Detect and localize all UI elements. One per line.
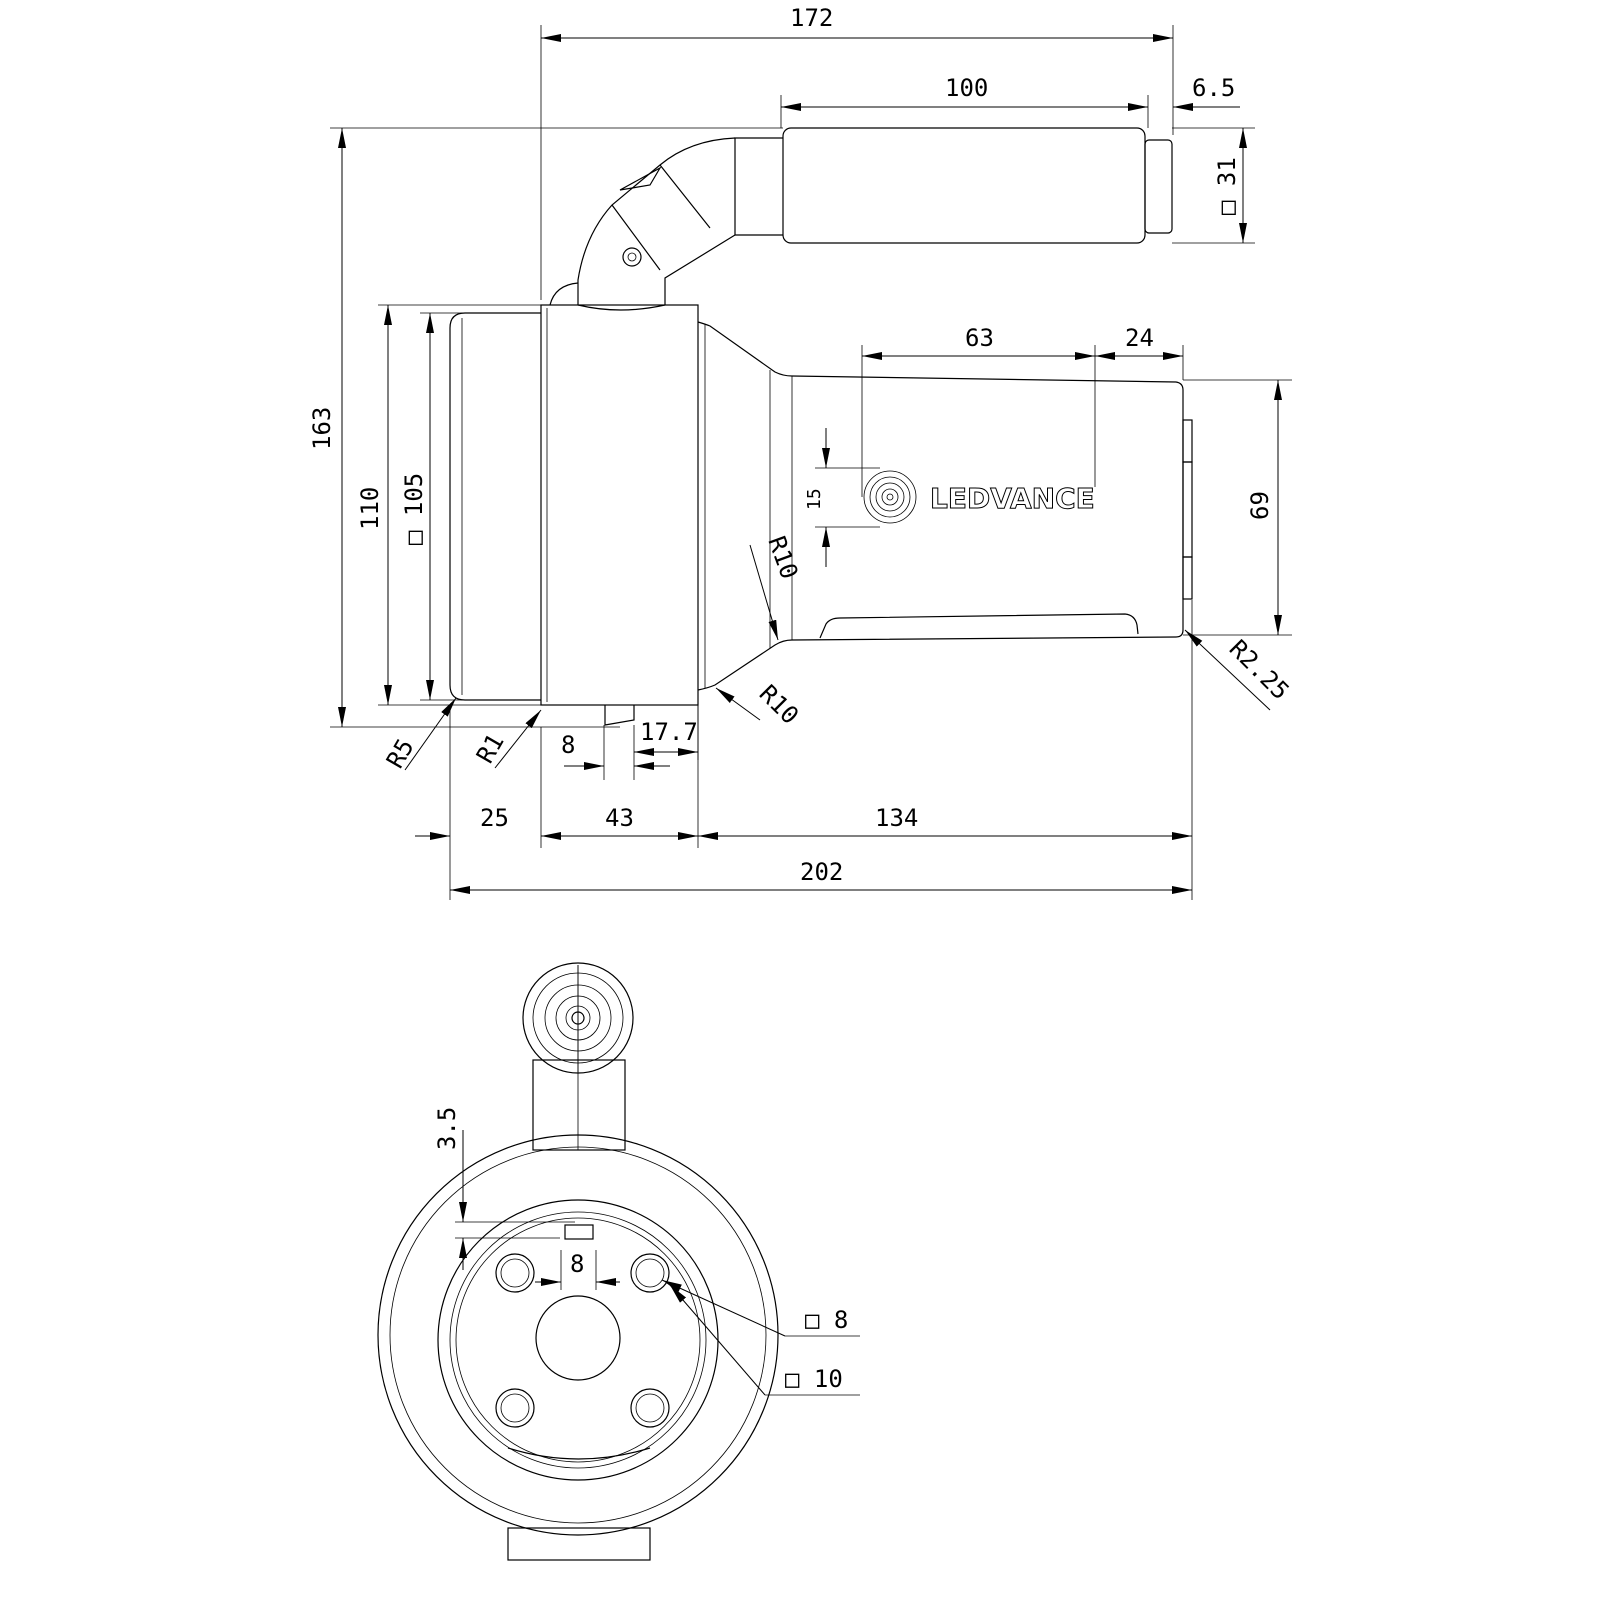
brand-logo: LEDVANCE — [863, 470, 1095, 524]
dim-6-5: 6.5 — [1192, 74, 1235, 102]
dim-163: 163 — [308, 407, 336, 450]
dim-110: 110 — [356, 487, 384, 530]
dim-172: 172 — [790, 4, 833, 32]
dim-r2-25: R2.25 — [1224, 634, 1295, 705]
front-view-dimension-labels: 3.5 8 □ 8 □ 10 — [433, 1107, 848, 1393]
side-view-outline — [449, 127, 1193, 726]
dim-202: 202 — [800, 858, 843, 886]
dim-100: 100 — [945, 74, 988, 102]
dim-15: 15 — [804, 488, 825, 510]
dim-43: 43 — [605, 804, 634, 832]
dim-69: 69 — [1246, 491, 1274, 520]
dim-31: □ 31 — [1213, 157, 1241, 215]
dim-hole-10: □ 10 — [785, 1365, 843, 1393]
brand-logo-text: LEDVANCE — [930, 482, 1095, 515]
dim-r10-bottom: R10 — [754, 679, 804, 729]
dim-r5: R5 — [381, 734, 420, 773]
dim-8-holes: 8 — [570, 1250, 584, 1278]
dim-r1: R1 — [471, 729, 510, 768]
dim-25: 25 — [480, 804, 509, 832]
dim-8-slot: 8 — [561, 731, 575, 759]
dim-105: □ 105 — [400, 473, 428, 545]
dim-hole-8: □ 8 — [805, 1306, 848, 1334]
front-view-dimensions — [455, 1130, 860, 1396]
side-view-dimension-labels: 172 100 6.5 □ 31 163 110 □ 105 63 24 15 … — [308, 4, 1295, 886]
dim-r10-top: R10 — [762, 532, 803, 582]
dim-3-5: 3.5 — [433, 1107, 461, 1150]
dim-24: 24 — [1125, 324, 1154, 352]
side-view-dimensions — [330, 25, 1292, 900]
dim-17-7: 17.7 — [640, 718, 698, 746]
dim-134: 134 — [875, 804, 918, 832]
dim-63: 63 — [965, 324, 994, 352]
